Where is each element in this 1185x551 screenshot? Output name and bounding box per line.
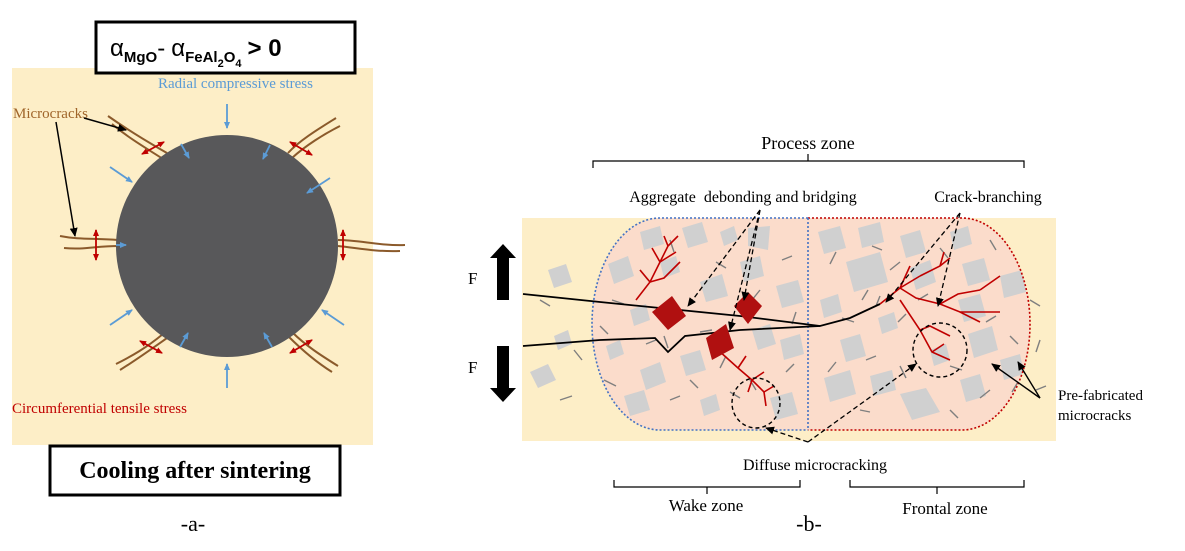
process-zone-bracket bbox=[592, 154, 1025, 168]
panel-a-label: -a- bbox=[181, 511, 205, 536]
process-zone-label: Process zone bbox=[761, 133, 854, 153]
aggregate-debonding-label: Aggregate debonding and bridging bbox=[629, 189, 857, 206]
tensile-stress-arrows bbox=[93, 141, 346, 354]
cooling-after-sintering-label: Cooling after sintering bbox=[79, 458, 311, 484]
dashed-pointers bbox=[687, 209, 961, 443]
radial-compressive-stress-label: Radial compressive stress bbox=[158, 76, 313, 92]
panel-b-label: -b- bbox=[796, 511, 822, 536]
outer-microcracks bbox=[539, 299, 1047, 401]
prefab-label-line2: microcracks bbox=[1058, 408, 1131, 424]
crack-branching-label: Crack-branching bbox=[934, 189, 1042, 206]
thermal-expansion-equation: αMgO-αFeAl2O4> 0 bbox=[110, 35, 282, 70]
wake-microcracking-circle bbox=[731, 377, 781, 429]
prefab-pointers bbox=[991, 361, 1041, 399]
frontal-zone-bracket bbox=[849, 480, 1025, 494]
diffuse-microcracks bbox=[599, 233, 1019, 419]
bridging-aggregates bbox=[652, 292, 762, 360]
circumferential-tensile-stress-label: Circumferential tensile stress bbox=[12, 401, 187, 417]
outer-aggregates bbox=[530, 264, 572, 388]
microcracks-label: Microcracks bbox=[13, 106, 88, 122]
wake-zone-bracket bbox=[613, 480, 801, 494]
main-crack bbox=[522, 293, 881, 354]
prefab-label-line1: Pre-fabricated bbox=[1058, 388, 1143, 404]
cooling-box bbox=[48, 444, 342, 497]
frontal-zone-border bbox=[808, 217, 1031, 431]
frontal-microcracking-circle bbox=[912, 322, 968, 378]
wake-zone-border bbox=[591, 217, 808, 431]
wake-zone-label: Wake zone bbox=[669, 496, 744, 515]
microcracks-pointers bbox=[55, 117, 127, 237]
panel-b: F F Process zone Aggregate debonding and… bbox=[468, 133, 1143, 536]
force-label-top: F bbox=[468, 269, 477, 288]
diffuse-microcracking-label: Diffuse microcracking bbox=[743, 457, 887, 474]
frontal-zone-label: Frontal zone bbox=[902, 499, 987, 518]
mgo-particle bbox=[116, 135, 338, 357]
force-label-bottom: F bbox=[468, 358, 477, 377]
panel-a: αMgO-αFeAl2O4> 0 Radial compressive stre… bbox=[12, 20, 406, 536]
compressive-stress-arrows bbox=[109, 104, 345, 388]
force-arrows bbox=[490, 244, 516, 402]
equation-box bbox=[94, 20, 357, 75]
